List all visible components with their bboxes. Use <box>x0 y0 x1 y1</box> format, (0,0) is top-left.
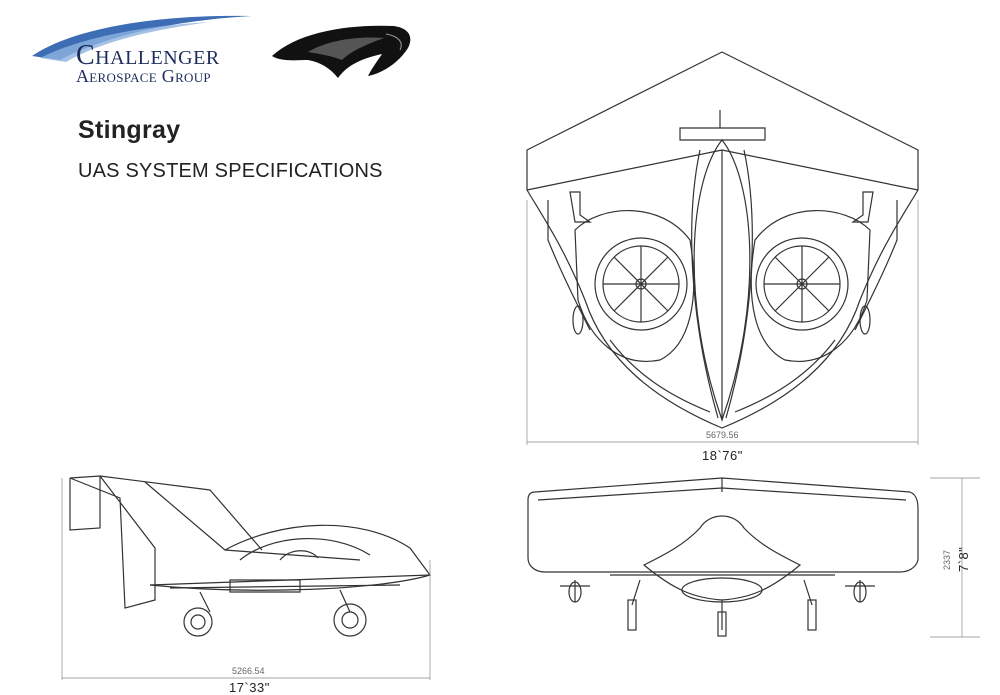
front-height-ft-label: 7`8" <box>956 546 971 572</box>
side-length-ft-label: 17`33" <box>229 680 270 695</box>
company-name-line1: Challenger <box>76 40 220 71</box>
side-length-mm-label: 5266.54 <box>232 666 265 676</box>
stingray-mark-icon <box>272 25 411 79</box>
company-name-line2: Aerospace Group <box>76 66 211 86</box>
logo-swoosh-icon <box>32 15 252 62</box>
product-title: Stingray <box>78 116 181 144</box>
document-subtitle: UAS SYSTEM SPECIFICATIONS <box>78 160 383 182</box>
front-height-mm-label: 2337 <box>942 549 952 570</box>
top-width-mm-label: 5679.56 <box>706 430 739 440</box>
top-width-ft-label: 18`76" <box>702 448 743 463</box>
